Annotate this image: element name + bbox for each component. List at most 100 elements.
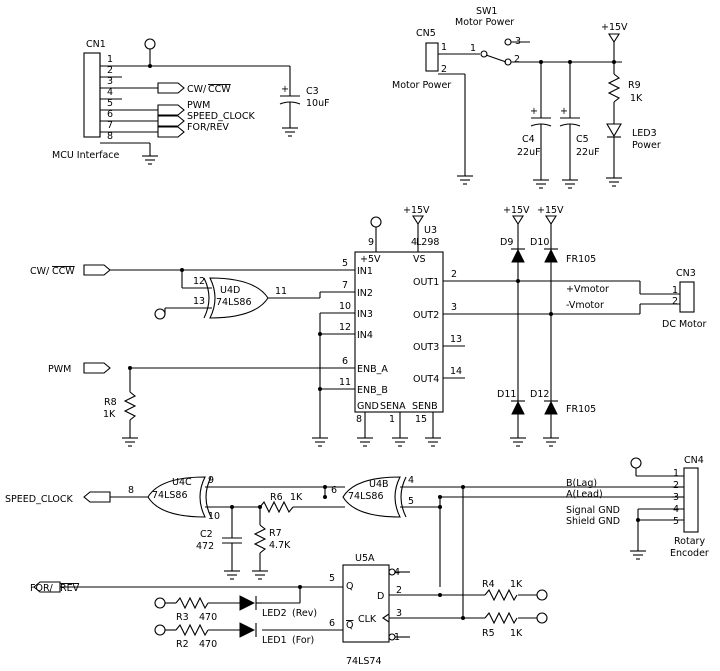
u4c-gate-icon: [147, 476, 206, 518]
r2-vcc-terminal-icon: [154, 624, 166, 636]
u3-label-sena: SENA: [380, 401, 406, 412]
u4d-gate-icon: [209, 277, 269, 319]
d10-diode-icon: [544, 248, 558, 263]
u5a-preset-bubble-icon: [388, 568, 396, 576]
net-rev-label: REV: [60, 583, 80, 594]
u3-label-senb: SENB: [412, 401, 438, 412]
r7-ground-icon: [251, 564, 269, 580]
diode-part-bottom: FR105: [566, 404, 596, 415]
u3-label-in4: IN4: [357, 330, 373, 341]
u5a-label-d: D: [377, 591, 384, 602]
cn1-pin-7: 7: [107, 120, 113, 131]
cn1-body: [83, 52, 101, 138]
d10-ref: D10: [530, 237, 549, 248]
c3-value: 10uF: [306, 98, 330, 109]
cn1-pin-5: 5: [107, 98, 113, 109]
cn1-pin-1: 1: [107, 54, 113, 65]
u4d-pin-13: 13: [193, 296, 205, 307]
cn1-vcc-terminal-icon: [144, 38, 156, 50]
u3-label-5v: +5V: [360, 254, 381, 265]
sw1-ref: SW1: [476, 6, 497, 17]
u5a-pin-3: 3: [396, 608, 402, 619]
d12-ground-icon: [542, 431, 560, 447]
net-flag-speed-out-icon: [83, 491, 111, 503]
u3-pin-12: 12: [339, 322, 351, 333]
u4b-gate-icon: [342, 476, 401, 518]
c4-value: 22uF: [517, 147, 541, 158]
cn4-vcc-terminal-icon: [630, 457, 642, 469]
c5-value: 22uF: [576, 147, 600, 158]
cn3-body: [679, 281, 695, 313]
u3-pin-5: 5: [342, 258, 348, 269]
r3-resistor-icon: [175, 596, 209, 610]
u3-label-enba: ENB_A: [357, 364, 388, 375]
u3-label-in1: IN1: [357, 266, 373, 277]
led2-icon: [239, 595, 256, 611]
cn4-ground-icon: [629, 544, 647, 560]
cn5-pin-2: 2: [441, 64, 447, 75]
net-for-label: FOR/: [30, 583, 54, 594]
d11-ground-icon: [509, 431, 527, 447]
u4c-pin-8: 8: [128, 485, 134, 496]
c2-ref: C2: [200, 529, 213, 540]
r5-value: 1K: [510, 628, 523, 639]
c3-plus: +: [281, 84, 289, 95]
cn1-pin-2: 2: [107, 65, 113, 76]
cn1-net-speed: SPEED_CLOCK: [187, 111, 256, 122]
r9-value: 1K: [630, 93, 643, 104]
u3-part: L298: [416, 237, 439, 248]
d11-diode-icon: [511, 400, 525, 415]
r6-resistor-icon: [259, 500, 294, 514]
u4d-vcc-terminal-icon: [154, 308, 166, 320]
led3-ground-icon: [605, 171, 623, 187]
u3-pin-1: 1: [389, 414, 395, 425]
u5a-body: [342, 564, 390, 643]
u3-gnd-ground-icon: [356, 431, 374, 447]
u3-label-out3: OUT3: [413, 342, 439, 353]
c5-plus: +: [560, 106, 568, 117]
c5-ground-icon: [561, 173, 579, 189]
cn5-label: Motor Power: [392, 80, 451, 91]
u3-ref: U3: [424, 225, 437, 236]
sw1-lever-icon: [485, 54, 507, 63]
r9-ref: R9: [628, 80, 641, 91]
u5a-label-q: Q: [346, 581, 353, 592]
cn1-net-ccw: CCW: [208, 84, 231, 95]
u3-label-vs: VS: [413, 254, 426, 265]
c2-ground-icon: [223, 564, 241, 580]
cn3-vneg: -Vmotor: [566, 300, 604, 311]
u5a-reset-bubble-icon: [388, 633, 396, 641]
u4c-part: 74LS86: [152, 490, 188, 501]
cn4-signal-b: B(Lag): [566, 478, 597, 489]
net-ccw-label: CCW: [52, 266, 75, 277]
r2-resistor-icon: [175, 623, 209, 637]
u5a-part: 74LS74: [346, 656, 382, 667]
u3-label-out2: OUT2: [413, 310, 439, 321]
r8-resistor-icon: [123, 391, 137, 421]
u4d-xor-gate: U4D 74LS86 12 13 11: [154, 270, 321, 320]
cn5-pin-1: 1: [441, 42, 447, 53]
u3-pin-8: 8: [356, 414, 362, 425]
u5a-pin-6: 6: [329, 618, 335, 629]
supply-15v-d9: +15V: [503, 205, 530, 216]
cn1-net-pwm: PWM: [187, 100, 210, 111]
cn4-signal-a: A(Lead): [566, 489, 603, 500]
r6-value: 1K: [290, 492, 303, 503]
cn4-ref: CN4: [684, 455, 704, 466]
encoder-section: SPEED_CLOCK 8 U4C 74LS86 9 10 R6 1K 6 C2…: [5, 455, 709, 617]
u3-pin-15: 15: [415, 414, 427, 425]
led3-icon: [606, 123, 622, 138]
u3-pin-7: 7: [342, 280, 348, 291]
cn5-ground-icon: [456, 169, 474, 185]
u4d-ref: U4D: [220, 285, 240, 296]
r2-value: 470: [199, 639, 217, 650]
r5-resistor-icon: [484, 611, 518, 625]
u3-label-in2: IN2: [357, 288, 373, 299]
diode-part-top: FR105: [566, 254, 596, 265]
net-pwm-label: PWM: [48, 364, 71, 375]
supply-15v-d10-icon: [545, 215, 557, 225]
net-speed-label: SPEED_CLOCK: [5, 494, 74, 505]
c4-ground-icon: [532, 173, 550, 189]
sw1-pin-1: 1: [470, 43, 476, 54]
